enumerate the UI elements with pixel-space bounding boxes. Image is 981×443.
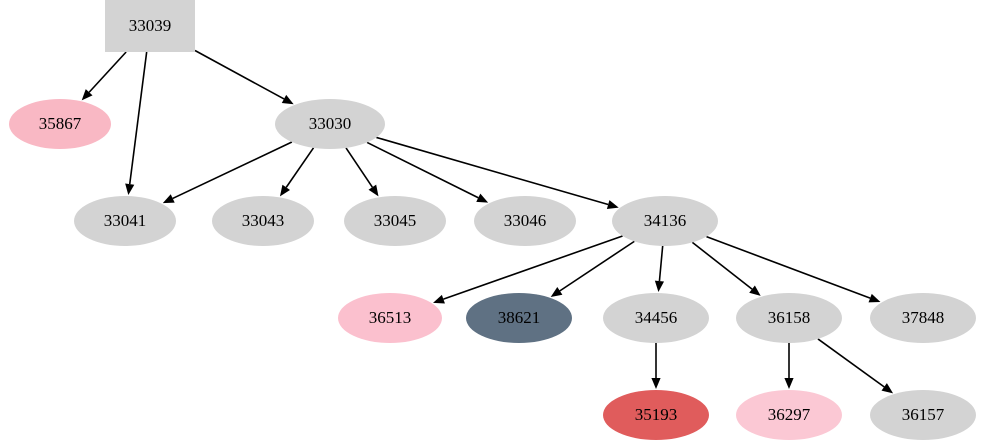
nodes-layer: 33039 35867 33030 33041 33043 33045 33046 34136… bbox=[9, 0, 976, 440]
edge-33030-to-33046 bbox=[366, 141, 479, 199]
edges-layer bbox=[81, 49, 894, 394]
edge-34136-to-34456 bbox=[658, 245, 664, 282]
node-ellipse-shape[interactable] bbox=[603, 390, 709, 440]
arrowhead-icon bbox=[784, 378, 794, 389]
node-ellipse-shape[interactable] bbox=[870, 293, 976, 343]
arrowhead-icon bbox=[868, 293, 881, 303]
edge-34136-to-36513 bbox=[443, 235, 623, 300]
graph-node-33041[interactable]: 33041 bbox=[74, 196, 176, 246]
graph-node-36157[interactable]: 36157 bbox=[870, 390, 976, 440]
arrowhead-icon bbox=[162, 194, 175, 204]
node-ellipse-shape[interactable] bbox=[344, 196, 446, 246]
arrowhead-icon bbox=[81, 89, 93, 101]
graph-node-33043[interactable]: 33043 bbox=[212, 196, 314, 246]
graph-node-34456[interactable]: 34456 bbox=[603, 293, 709, 343]
arrowhead-icon bbox=[476, 193, 489, 203]
arrowhead-icon bbox=[749, 285, 761, 296]
edge-34136-to-37848 bbox=[706, 235, 871, 299]
edge-33030-to-33045 bbox=[345, 147, 374, 188]
node-ellipse-shape[interactable] bbox=[212, 196, 314, 246]
node-ellipse-shape[interactable] bbox=[612, 196, 718, 246]
node-ellipse-shape[interactable] bbox=[603, 293, 709, 343]
node-ellipse-shape[interactable] bbox=[736, 390, 842, 440]
edge-33030-to-33041 bbox=[172, 141, 293, 200]
arrowhead-icon bbox=[606, 200, 619, 209]
arrowhead-icon bbox=[279, 184, 291, 197]
graph-node-33046[interactable]: 33046 bbox=[474, 196, 576, 246]
graph-node-36513[interactable]: 36513 bbox=[338, 293, 442, 343]
node-ellipse-shape[interactable] bbox=[870, 390, 976, 440]
graph-node-37848[interactable]: 37848 bbox=[870, 293, 976, 343]
graph-node-35867[interactable]: 35867 bbox=[9, 99, 111, 149]
node-ellipse-shape[interactable] bbox=[275, 99, 385, 149]
node-ellipse-shape[interactable] bbox=[9, 99, 111, 149]
graph-node-33045[interactable]: 33045 bbox=[344, 196, 446, 246]
graph-node-36158[interactable]: 36158 bbox=[736, 293, 842, 343]
arrowhead-icon bbox=[281, 94, 294, 105]
edge-33039-to-33041 bbox=[128, 51, 148, 185]
graph-node-33039[interactable]: 33039 bbox=[105, 0, 195, 52]
node-ellipse-shape[interactable] bbox=[474, 196, 576, 246]
edge-34136-to-36158 bbox=[691, 241, 753, 290]
arrowhead-icon bbox=[433, 294, 445, 304]
edge-33030-to-33043 bbox=[285, 147, 315, 188]
node-ellipse-shape[interactable] bbox=[736, 293, 842, 343]
node-ellipse-shape[interactable] bbox=[338, 293, 442, 343]
arrowhead-icon bbox=[651, 378, 661, 389]
edge-34136-to-38621 bbox=[559, 240, 635, 292]
arrowhead-icon bbox=[654, 280, 665, 293]
node-box-shape[interactable] bbox=[105, 0, 195, 52]
edge-33039-to-33030 bbox=[194, 49, 285, 100]
arrowhead-icon bbox=[881, 383, 894, 394]
node-ellipse-shape[interactable] bbox=[74, 196, 176, 246]
edge-33030-to-34136 bbox=[376, 136, 609, 206]
graph-node-38621[interactable]: 38621 bbox=[466, 293, 572, 343]
graph-node-33030[interactable]: 33030 bbox=[275, 99, 385, 149]
edge-36158-to-36157 bbox=[817, 338, 885, 388]
node-ellipse-shape[interactable] bbox=[466, 293, 572, 343]
arrowhead-icon bbox=[368, 184, 379, 197]
graph-node-36297[interactable]: 36297 bbox=[736, 390, 842, 440]
arrowhead-icon bbox=[125, 183, 135, 196]
arrowhead-icon bbox=[550, 287, 563, 297]
edge-33039-to-35867 bbox=[88, 51, 127, 93]
graph-node-35193[interactable]: 35193 bbox=[603, 390, 709, 440]
graph-node-34136[interactable]: 34136 bbox=[612, 196, 718, 246]
